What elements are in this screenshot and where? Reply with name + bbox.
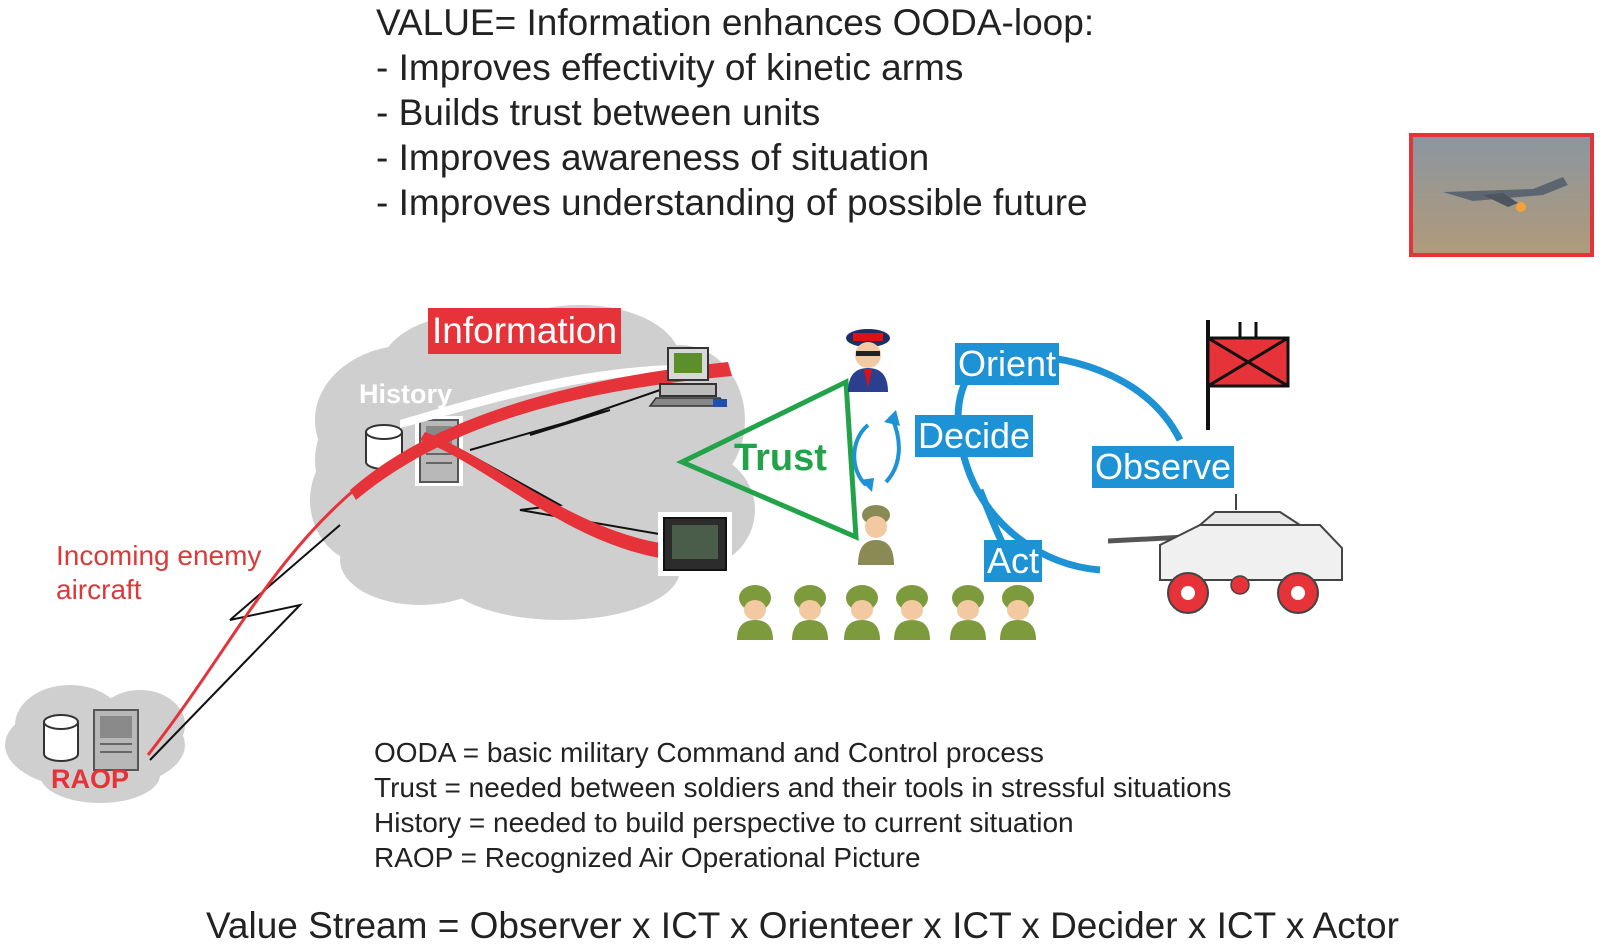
exchange-arrow-left bbox=[852, 423, 870, 487]
raop-server-icon bbox=[93, 709, 139, 771]
soldier-icon bbox=[1000, 585, 1036, 640]
incoming-enemy-label: Incoming enemy aircraft bbox=[56, 539, 261, 607]
workstation-icon bbox=[648, 347, 728, 407]
soldier-icon bbox=[950, 585, 986, 640]
cloud-link-upper bbox=[469, 389, 661, 451]
soldier-icon bbox=[737, 585, 773, 640]
information-flow-white bbox=[400, 365, 672, 428]
ooda-act-label: Act bbox=[984, 540, 1043, 582]
incoming-enemy-line2: aircraft bbox=[56, 574, 142, 605]
header-line-future: - Improves understanding of possible fut… bbox=[376, 182, 1088, 223]
definition-trust: Trust = needed between soldiers and thei… bbox=[374, 772, 1232, 803]
rugged-display-icon bbox=[658, 512, 732, 576]
ooda-loop-arc bbox=[954, 351, 1184, 574]
definition-ooda: OODA = basic military Command and Contro… bbox=[374, 737, 1044, 768]
armored-vehicle-icon bbox=[1107, 494, 1343, 614]
header-line-trust: - Builds trust between units bbox=[376, 92, 821, 133]
header-line-value: VALUE= Information enhances OODA-loop: bbox=[376, 2, 1095, 43]
soldier-icon bbox=[792, 585, 828, 640]
soldier-icon bbox=[844, 585, 880, 640]
commander-icon bbox=[846, 329, 890, 392]
ooda-orient-label: Orient bbox=[955, 343, 1060, 385]
information-label: Information bbox=[428, 308, 622, 354]
exchange-arrowhead-left bbox=[860, 478, 874, 492]
exchange-arrow-right bbox=[884, 417, 901, 484]
raop-label: RAOP bbox=[51, 764, 130, 794]
history-label: History bbox=[359, 379, 453, 409]
soldier-row bbox=[737, 585, 1036, 640]
trust-label: Trust bbox=[734, 437, 827, 479]
definition-raop: RAOP = Recognized Air Operational Pictur… bbox=[374, 842, 921, 873]
ooda-observe-label: Observe bbox=[1092, 446, 1235, 488]
ooda-decide-label: Decide bbox=[915, 415, 1034, 457]
header-line-awareness: - Improves awareness of situation bbox=[376, 137, 930, 178]
raop-link-red bbox=[146, 483, 361, 756]
camo-soldier-icon bbox=[858, 505, 894, 565]
value-stream-formula: Value Stream = Observer x ICT x Orientee… bbox=[206, 905, 1399, 946]
header-text-block: VALUE= Information enhances OODA-loop: -… bbox=[376, 0, 1094, 225]
exchange-arrowhead-right bbox=[884, 410, 900, 426]
definitions-block: OODA = basic military Command and Contro… bbox=[374, 735, 1231, 875]
fighter-jet-image bbox=[1413, 137, 1590, 253]
raop-link-black bbox=[149, 524, 341, 761]
raop-database-icon bbox=[43, 714, 79, 762]
soldier-icon bbox=[894, 585, 930, 640]
fighter-jet-photo bbox=[1409, 133, 1594, 257]
enemy-flag-icon bbox=[1206, 320, 1290, 430]
definition-history: History = needed to build perspective to… bbox=[374, 807, 1074, 838]
incoming-enemy-line1: Incoming enemy bbox=[56, 540, 262, 571]
header-line-kinetic: - Improves effectivity of kinetic arms bbox=[376, 47, 964, 88]
trust-triangle bbox=[676, 378, 859, 541]
